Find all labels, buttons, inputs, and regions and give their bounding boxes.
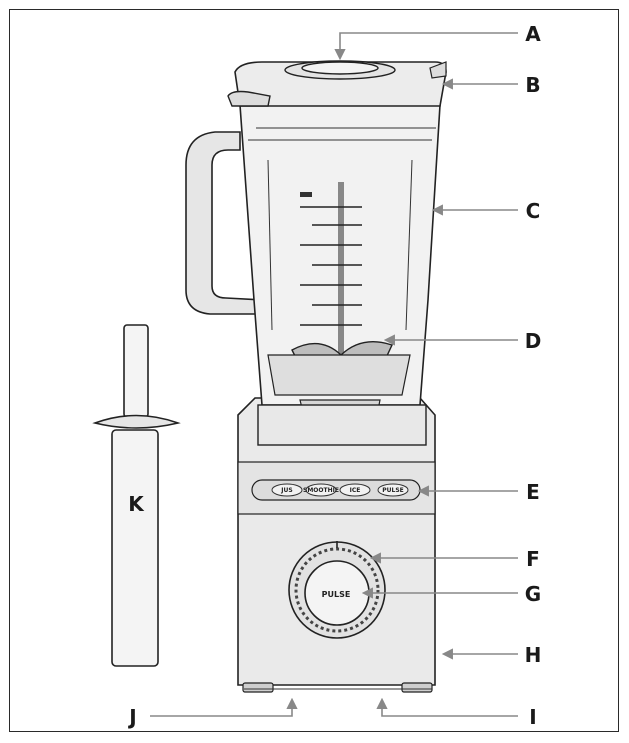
label-i: I <box>529 705 536 729</box>
label-c: C <box>526 199 541 223</box>
speed-dial <box>288 541 386 639</box>
panel-button-2-label: SMOOTHIE <box>303 487 339 494</box>
panel-button-4-label: PULSE <box>382 487 404 494</box>
label-d: D <box>525 329 542 353</box>
label-j: J <box>127 705 136 729</box>
label-h: H <box>525 643 542 667</box>
lid <box>227 60 447 107</box>
dial-pulse-label: PULSE <box>322 590 351 599</box>
blender-jar <box>185 104 441 446</box>
label-f: F <box>526 547 540 571</box>
leader-lines <box>150 32 518 717</box>
panel-button-3-label: ICE <box>350 487 361 494</box>
label-b: B <box>525 73 540 97</box>
label-a: A <box>525 22 541 46</box>
label-e: E <box>526 480 540 504</box>
label-g: G <box>525 582 541 606</box>
label-k: K <box>128 492 145 516</box>
tamper <box>92 324 181 667</box>
panel-button-1-label: JUS <box>280 487 292 494</box>
